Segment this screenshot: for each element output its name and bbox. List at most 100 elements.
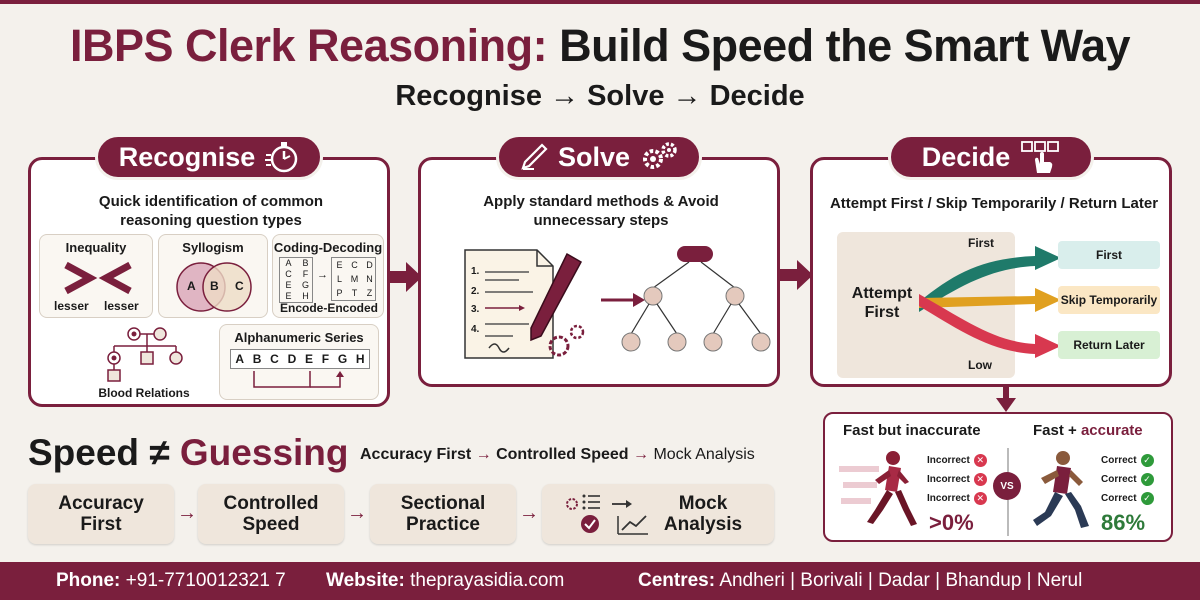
runner-icon	[1033, 451, 1089, 528]
footer-centres: Centres: Andheri | Borivali | Dadar | Bh…	[638, 570, 1082, 592]
attempt-first-label: Attempt First	[851, 285, 913, 321]
right-result-label: Correct	[1101, 455, 1137, 466]
series-letter: D	[287, 352, 297, 366]
footer-website: Website: theprayasidia.com	[326, 570, 564, 592]
alphanumeric-letters: A B C D E F G H	[230, 349, 370, 369]
cross-icon: ✕	[973, 492, 987, 505]
left-result-label: Incorrect	[927, 455, 970, 466]
grid-cell: E	[285, 280, 292, 290]
speed-flow-2: Controlled Speed	[496, 446, 629, 463]
grid-cell: F	[302, 269, 309, 279]
solve-label: Solve	[557, 141, 631, 172]
grid-cell: G	[301, 280, 309, 290]
grid-cell: C	[285, 269, 292, 279]
grid-cell: M	[350, 274, 359, 284]
right-result-row: Correct✓	[1101, 473, 1154, 486]
inequality-panel: Inequality lesser lesser	[39, 234, 153, 318]
phone-number: +91-7710012321 7	[125, 570, 286, 591]
right-title-part2: accurate	[1080, 422, 1143, 439]
grid-cell: D	[366, 260, 373, 270]
decision-arrows	[919, 246, 1061, 358]
flow-arrow-icon: →	[632, 446, 654, 463]
right-result-row: Correct✓	[1101, 454, 1154, 467]
arrow-solve-to-decide	[779, 260, 813, 290]
grid-cell: C	[351, 260, 358, 270]
grid-cell: H	[302, 291, 309, 301]
check-icon: ✓	[1140, 454, 1154, 467]
pen-icon	[521, 143, 548, 170]
left-comparison-title: Fast but inaccurate	[843, 422, 981, 439]
series-letter: E	[304, 352, 313, 366]
arrow-to-tree	[601, 293, 645, 307]
alphanumeric-panel: Alphanumeric Series A B C D E F G H	[219, 324, 379, 400]
step-mock-analysis: Mock Analysis	[542, 484, 774, 544]
check-icon: ✓	[1140, 492, 1154, 505]
grid-cell: N	[366, 274, 373, 284]
speed-title-part1: Speed ≠	[28, 432, 180, 473]
step-controlled-speed: Controlled Speed	[198, 484, 344, 544]
website-label: Website:	[326, 570, 405, 591]
grid-cell: A	[285, 258, 292, 268]
grid-cell: Z	[366, 288, 373, 298]
page-title: IBPS Clerk Reasoning: Build Speed the Sm…	[0, 20, 1200, 72]
footer-phone: Phone: +91-7710012321 7	[56, 570, 286, 592]
step-label: Sectional Practice	[400, 493, 486, 535]
venn-diagram	[176, 262, 252, 312]
cross-icon: ✕	[973, 473, 987, 486]
check-icon: ✓	[1140, 473, 1154, 486]
coding-caption: Encode-Encoded	[279, 301, 378, 315]
right-comparison-title: Fast + accurate	[1033, 422, 1143, 439]
click-choice-icon	[1021, 141, 1060, 173]
arrow-decide-to-comparison	[996, 386, 1016, 412]
alphanumeric-title: Alphanumeric Series	[234, 330, 364, 345]
arrow-recognise-to-solve	[388, 262, 422, 292]
inequality-left-label: lesser	[54, 299, 89, 313]
list-number-4: 4.	[471, 324, 480, 335]
speed-flow: Accuracy First → Controlled Speed → Mock…	[360, 446, 755, 464]
comparison-card: Fast but inaccurate Fast + accurate VS I…	[823, 412, 1173, 542]
right-accuracy-pct: 86%	[1101, 510, 1146, 535]
step-label: Mock Analysis	[663, 493, 743, 535]
left-result-label: Incorrect	[927, 474, 970, 485]
family-tree-icon	[107, 327, 183, 382]
cross-icon: ✕	[973, 454, 987, 467]
runner-blurred-icon	[839, 451, 917, 526]
grid-cell: B	[302, 258, 309, 268]
step-arrow-icon: →	[347, 502, 367, 524]
speed-flow-3: Mock Analysis	[653, 446, 755, 463]
option-skip-temporarily: Skip Temporarily	[1058, 286, 1160, 314]
document-pen-icon	[464, 249, 585, 359]
top-branch-label: First	[968, 236, 995, 250]
inequality-symbols	[64, 261, 132, 295]
top-rule	[0, 0, 1200, 4]
blood-relations-title: Blood Relations	[98, 386, 190, 400]
right-result-label: Correct	[1101, 493, 1137, 504]
grid-cell: T	[351, 288, 358, 298]
grid-cell: E	[336, 260, 343, 270]
series-letter: A	[235, 352, 245, 366]
website-link[interactable]: theprayasidia.com	[410, 570, 565, 591]
right-result-label: Correct	[1101, 474, 1137, 485]
series-letter: F	[321, 352, 330, 366]
speed-flow-1: Accuracy First	[360, 446, 472, 463]
solve-heading: Solve	[496, 134, 702, 180]
step-arrow-icon: →	[177, 502, 197, 524]
series-letter: B	[252, 352, 262, 366]
centres-label: Centres:	[638, 570, 716, 591]
left-accuracy-pct: >0%	[929, 510, 974, 535]
decision-tree-icon	[621, 246, 771, 352]
analysis-icon	[566, 494, 648, 535]
step-accuracy-first: Accuracy First	[28, 484, 174, 544]
grid-cell: P	[336, 288, 343, 298]
inequality-title: Inequality	[65, 240, 127, 255]
coding-arrow-icon: →	[317, 269, 328, 281]
speed-title: Speed ≠ Guessing	[28, 432, 349, 474]
left-result-row: Incorrect✕	[927, 454, 987, 467]
series-jump-arrows	[253, 371, 344, 388]
left-result-row: Incorrect✕	[927, 473, 987, 486]
syllogism-title: Syllogism	[182, 240, 244, 255]
step-sectional-practice: Sectional Practice	[370, 484, 516, 544]
